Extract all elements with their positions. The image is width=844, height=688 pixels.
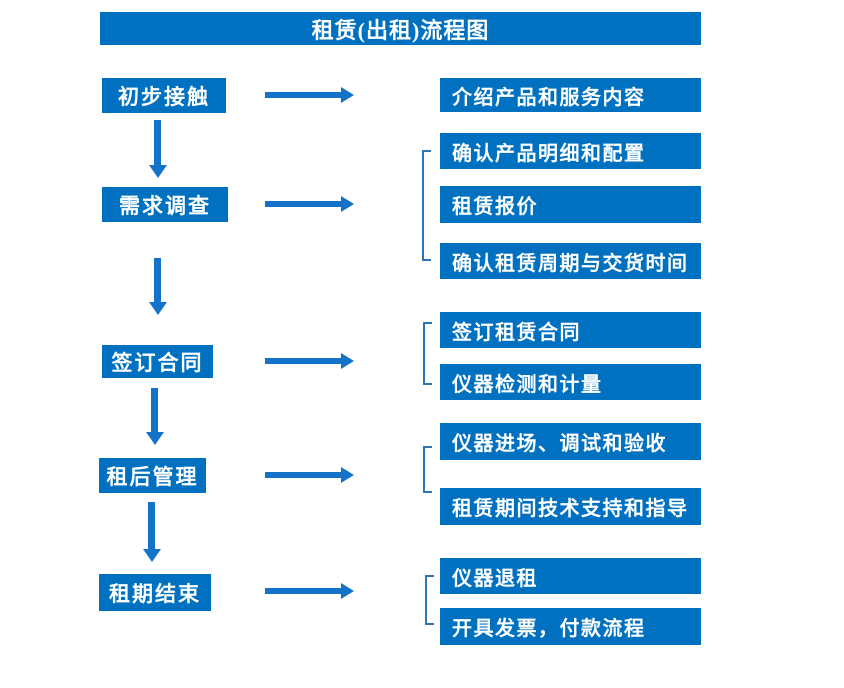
arrowhead-icon — [143, 549, 161, 562]
task-confirm-product-details: 确认产品明细和配置 — [440, 133, 701, 169]
step-initial-contact: 初步接触 — [102, 78, 226, 113]
task-confirm-rental-period-delivery: 确认租赁周期与交货时间 — [440, 243, 701, 279]
arrowhead-icon — [149, 302, 167, 315]
bracket-icon-management-group — [423, 446, 432, 493]
arrowhead-icon — [341, 353, 354, 369]
step-demand-survey: 需求调查 — [102, 187, 228, 222]
arrow-right-icon-5 — [265, 583, 354, 599]
step-post-rental-management: 租后管理 — [99, 458, 206, 493]
arrow-right-icon-1 — [265, 87, 354, 103]
arrow-shaft — [151, 388, 158, 433]
task-instrument-entry-acceptance: 仪器进场、调试和验收 — [440, 423, 701, 460]
bracket-icon-contract-group — [423, 322, 432, 385]
bracket-icon-lease-end-group — [425, 575, 434, 625]
arrow-shaft — [265, 201, 342, 207]
task-rental-quotation: 租赁报价 — [440, 186, 701, 223]
arrow-shaft — [265, 588, 342, 594]
flowchart-title: 租赁(出租)流程图 — [100, 12, 701, 45]
arrow-right-icon-4 — [265, 467, 354, 483]
arrow-shaft — [265, 472, 342, 478]
arrow-down-icon-4 — [143, 502, 161, 562]
task-instrument-return: 仪器退租 — [440, 558, 701, 594]
arrow-shaft — [154, 258, 161, 303]
arrow-shaft — [148, 502, 155, 550]
bracket-icon-demand-group — [422, 150, 431, 261]
arrow-right-icon-2 — [265, 196, 354, 212]
task-instrument-inspection-measurement: 仪器检测和计量 — [440, 364, 701, 400]
arrow-down-icon-1 — [149, 120, 167, 178]
arrowhead-icon — [341, 467, 354, 483]
task-sign-rental-contract: 签订租赁合同 — [440, 312, 701, 348]
arrow-right-icon-3 — [265, 353, 354, 369]
step-lease-end: 租期结束 — [99, 574, 211, 611]
arrow-shaft — [265, 92, 342, 98]
arrow-shaft — [265, 358, 342, 364]
task-invoice-payment-process: 开具发票，付款流程 — [440, 608, 701, 645]
arrow-down-icon-3 — [146, 388, 164, 445]
arrow-shaft — [154, 120, 161, 166]
arrowhead-icon — [146, 432, 164, 445]
step-sign-contract: 签订合同 — [102, 345, 213, 378]
arrowhead-icon — [149, 165, 167, 178]
arrow-down-icon-2 — [149, 258, 167, 315]
task-introduce-products-services: 介绍产品和服务内容 — [440, 78, 701, 112]
arrowhead-icon — [341, 583, 354, 599]
arrowhead-icon — [341, 87, 354, 103]
task-rental-technical-support: 租赁期间技术支持和指导 — [440, 488, 701, 525]
arrowhead-icon — [341, 196, 354, 212]
